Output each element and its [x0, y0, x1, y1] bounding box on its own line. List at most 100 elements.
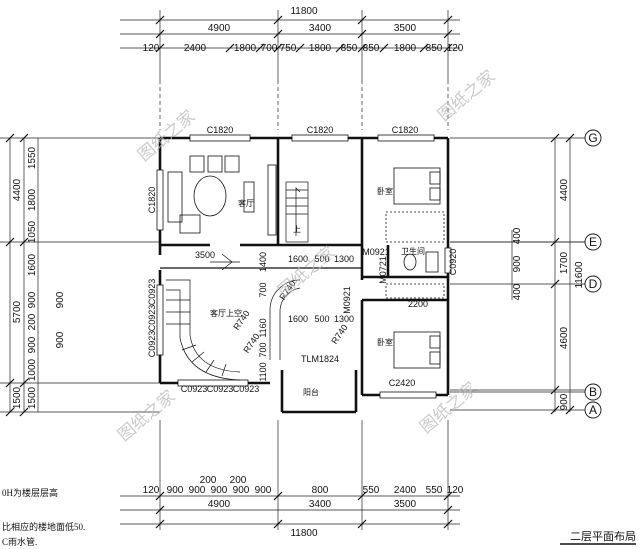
left-detail-4: 1600 [27, 253, 38, 276]
room-bath: 卫生间 [401, 246, 425, 256]
bottom-seg-1: 4900 [208, 499, 231, 510]
window-label-top-3: C1820 [392, 125, 419, 135]
top-detail-1: 120 [143, 43, 160, 54]
bottom-detail-3: 900 [189, 485, 206, 496]
top-detail-10: 850 [426, 43, 443, 54]
drawing-title: 二层平面布局 [570, 530, 636, 543]
interior-dim-12: 1100 [258, 362, 268, 381]
door-label-3: M0921 [342, 286, 352, 314]
room-void: 客厅上空 [210, 308, 242, 318]
left-detail-11: 1500 [27, 386, 38, 409]
interior-dim-5: 1400 [258, 252, 268, 272]
left-detail-10: 900 [55, 331, 66, 348]
bottom-detail-10: 550 [426, 485, 443, 496]
room-bedroom-bottom: 卧室 [377, 337, 393, 347]
bottom-detail-6: 900 [255, 485, 272, 496]
axis-g: G [588, 131, 597, 145]
bottom-seg-3: 3500 [394, 499, 417, 510]
left-detail-5: 900 [27, 291, 38, 308]
window-label-top-2: C1820 [307, 125, 334, 135]
right-seg-1: 4400 [559, 178, 570, 201]
door-label-balcony: TLM1824 [301, 354, 339, 364]
watermark-3: 图纸之家 [274, 243, 339, 302]
left-detail-9: 900 [55, 291, 66, 308]
top-detail-4: 700 [261, 43, 278, 54]
interior-dim-1: 3500 [195, 250, 215, 260]
room-living: 客厅 [238, 198, 254, 208]
watermark-2: 图纸之家 [434, 67, 499, 126]
bottom-detail-5: 900 [233, 485, 250, 496]
interior-dim-6: 700 [258, 282, 268, 297]
window-label-stair-3: C0923 [147, 331, 157, 358]
interior-dim-9: 1300 [334, 314, 354, 324]
window-label-top-1: C1820 [207, 125, 234, 135]
left-detail-3: 1050 [27, 220, 38, 243]
top-detail-3: 1800 [234, 43, 257, 54]
room-bedroom-top: 卧室 [377, 186, 393, 196]
window-label-stair-1: C0923 [147, 279, 157, 306]
window-label-stair-2: C0923 [147, 305, 157, 332]
interior-dim-4: 1300 [334, 254, 354, 264]
window-label-bottom-1: C0923 [181, 384, 208, 394]
bottom-overall-dim: 11800 [290, 528, 318, 539]
top-detail-11: 120 [447, 43, 464, 54]
bottom-seg-2: 3400 [309, 499, 332, 510]
bottom-extra-1: 200 [200, 475, 217, 486]
door-label-2: M0721 [378, 256, 388, 284]
interior-dim-10: 1160 [258, 318, 268, 337]
interior-dim-3: 500 [314, 254, 329, 264]
left-seg-3: 1500 [12, 386, 23, 409]
bottom-detail-8: 550 [363, 485, 380, 496]
bottom-detail-7: 800 [312, 485, 329, 496]
door-label-1: M0921 [362, 247, 390, 257]
right-seg-4: 900 [559, 393, 570, 410]
left-detail-1: 1550 [27, 146, 38, 169]
top-detail-9: 1800 [394, 43, 417, 54]
right-overall-dim: 11600 [574, 261, 585, 289]
interior-dim-8: 500 [314, 314, 329, 324]
bottom-detail-11: 120 [447, 485, 464, 496]
window-label-bedroom: C2420 [389, 378, 416, 388]
interior-dim-7: 1600 [288, 314, 308, 324]
top-detail-2: 2400 [184, 43, 207, 54]
window-label-living: C1820 [147, 187, 157, 214]
interior-dim-11: 700 [258, 342, 268, 357]
interior-dim-2: 1600 [288, 254, 308, 264]
top-seg-2: 3400 [309, 23, 332, 34]
right-detail-1: 400 [512, 227, 523, 244]
watermark-1: 图纸之家 [134, 107, 199, 166]
watermark-4: 图纸之家 [114, 387, 179, 446]
right-detail-3: 400 [512, 283, 523, 300]
left-seg-2: 5700 [12, 300, 23, 323]
note-floor-height: 0H为楼层层高 [2, 487, 58, 498]
right-detail-2: 900 [512, 255, 523, 272]
radius-3: R740 [329, 323, 350, 346]
note-rain-pipe: C雨水管. [2, 536, 37, 547]
left-detail-7: 900 [27, 336, 38, 353]
left-detail-8: 1000 [27, 358, 38, 381]
bottom-detail-1: 120 [143, 485, 160, 496]
top-detail-6: 1800 [309, 43, 332, 54]
axis-d: D [589, 277, 598, 291]
left-detail-2: 1800 [27, 188, 38, 211]
window-label-bottom-2: C0923 [207, 384, 234, 394]
stair-up-label: 上 [293, 225, 301, 234]
axis-e: E [589, 235, 597, 249]
bottom-detail-2: 900 [167, 485, 184, 496]
bottom-detail-9: 2400 [394, 485, 417, 496]
interior-dim-13: 2200 [408, 299, 428, 309]
top-detail-8: 850 [363, 43, 380, 54]
window-label-bottom-3: C0923 [233, 384, 260, 394]
axis-a: A [589, 403, 597, 417]
right-seg-2: 1700 [559, 251, 570, 274]
room-balcony: 阳台 [303, 387, 319, 397]
left-seg-1: 4400 [12, 178, 23, 201]
window-label-bath: C0920 [448, 249, 458, 276]
top-detail-5: 750 [280, 43, 297, 54]
top-overall-dim: 11800 [290, 6, 318, 17]
top-seg-3: 3500 [394, 23, 417, 34]
left-detail-6: 200 [27, 313, 38, 330]
bottom-detail-4: 900 [211, 485, 228, 496]
note-floor-lower: 比相应的楼地面低50. [2, 521, 85, 532]
